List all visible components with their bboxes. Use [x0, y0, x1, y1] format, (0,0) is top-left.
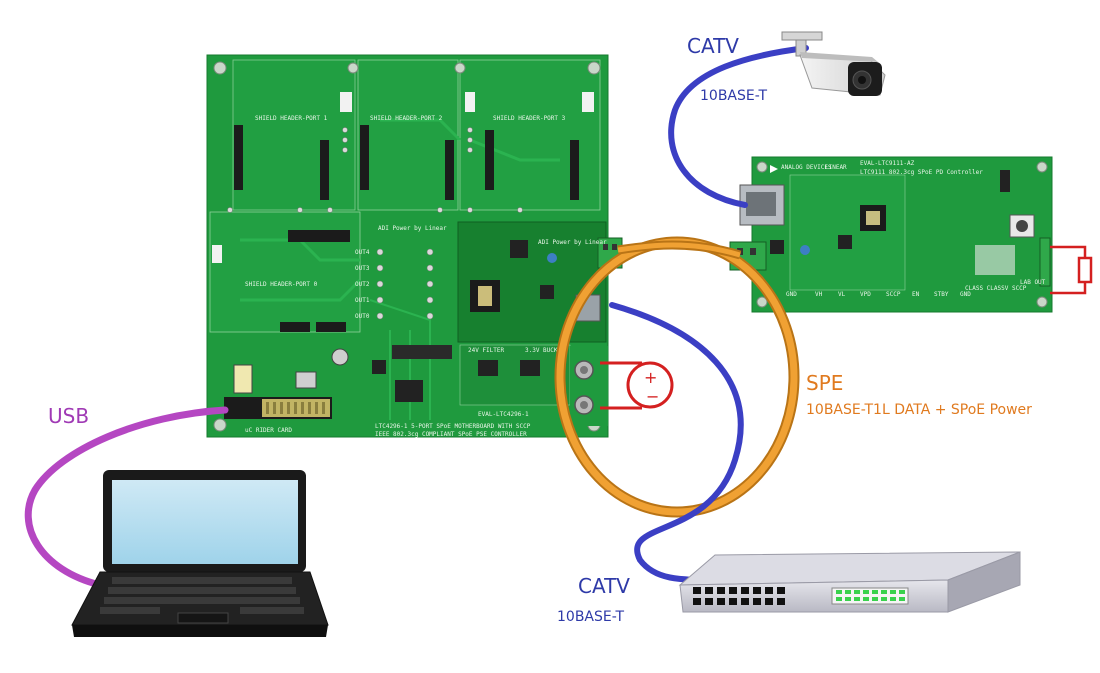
- pd-pin-label: VL: [838, 291, 846, 298]
- header-port0-label: SHIELD HEADER-PORT 0: [245, 281, 318, 288]
- pd-pin-label: EN: [912, 291, 920, 298]
- out4-label: OUT4: [355, 249, 370, 256]
- header-port2-label: SHIELD HEADER-PORT 2: [370, 115, 443, 122]
- pd-pin-label: STBY: [934, 291, 949, 298]
- motherboard-title-2: IEEE 802.3cg COMPLIANT SPoE PSE CONTROLL…: [375, 431, 527, 438]
- pd-class-label: CLASS CLASSV SCCP: [965, 285, 1027, 292]
- brand-label: ADI Power by Linear: [378, 225, 447, 232]
- brand-label-card: ADI Power by Linear: [538, 239, 607, 246]
- base-t-bottom-label: 10BASE-T: [557, 609, 625, 625]
- laptop-icon: [71, 470, 329, 637]
- pd-brand-left: ANALOG DEVICES: [781, 164, 832, 171]
- pd-pin-label: GND: [960, 291, 971, 298]
- pd-pin-label: GND: [786, 291, 797, 298]
- pd-pin-label: SCCP: [886, 291, 901, 298]
- spe-cable: [554, 236, 800, 518]
- pd-board-name: EVAL-LTC9111-AZ: [860, 160, 915, 167]
- out0-label: OUT0: [355, 313, 370, 320]
- load-resistor: [1050, 245, 1093, 295]
- rider-card-label: uC RIDER CARD: [245, 427, 292, 434]
- out2-label: OUT2: [355, 281, 370, 288]
- pd-bottom-labels: GND VH VL VPD SCCP EN STBY GND: [786, 291, 971, 298]
- pd-right-label: LAB OUT: [1020, 279, 1046, 286]
- out1-label: OUT1: [355, 297, 370, 304]
- ip-camera-icon: [781, 31, 886, 96]
- usb-label: USB: [48, 404, 90, 428]
- pd-board-subtitle: LTC9111 802.3cg SPoE PD Controller: [860, 169, 983, 176]
- motherboard-title-1: LTC4296-1 5-PORT SPoE MOTHERBOARD WITH S…: [375, 423, 531, 430]
- pd-board-pcb: ANALOG DEVICES LINEAR EVAL-LTC9111-AZ LT…: [729, 156, 1053, 313]
- pd-pin-label: VH: [815, 291, 823, 298]
- header-port1-label: SHIELD HEADER-PORT 1: [255, 115, 328, 122]
- network-switch-icon: [678, 551, 1021, 613]
- catv-top-label: CATV: [687, 34, 739, 58]
- header-port3-label: SHIELD HEADER-PORT 3: [493, 115, 566, 122]
- svg-text:−: −: [646, 387, 659, 406]
- out3-label: OUT3: [355, 265, 370, 272]
- catv-bottom-label: CATV: [578, 574, 630, 598]
- eval-name-label: EVAL-LTC4296-1: [478, 411, 529, 418]
- usb-cable: [24, 406, 229, 589]
- filter-label: 24V FILTER: [468, 347, 505, 354]
- base-t-top-label: 10BASE-T: [700, 88, 768, 104]
- pd-pin-label: VPD: [860, 291, 871, 298]
- spe-desc-label: 10BASE-T1L DATA + SPoE Power: [806, 402, 1032, 418]
- buck-label: 3.3V BUCK: [525, 347, 558, 354]
- spe-label: SPE: [806, 371, 844, 395]
- svg-text:+: +: [644, 368, 657, 387]
- catv-bottom-cable: [609, 302, 744, 583]
- pd-brand-right: LINEAR: [825, 164, 847, 171]
- catv-top-cable: [668, 45, 809, 208]
- power-supply-symbol: + −: [600, 361, 674, 410]
